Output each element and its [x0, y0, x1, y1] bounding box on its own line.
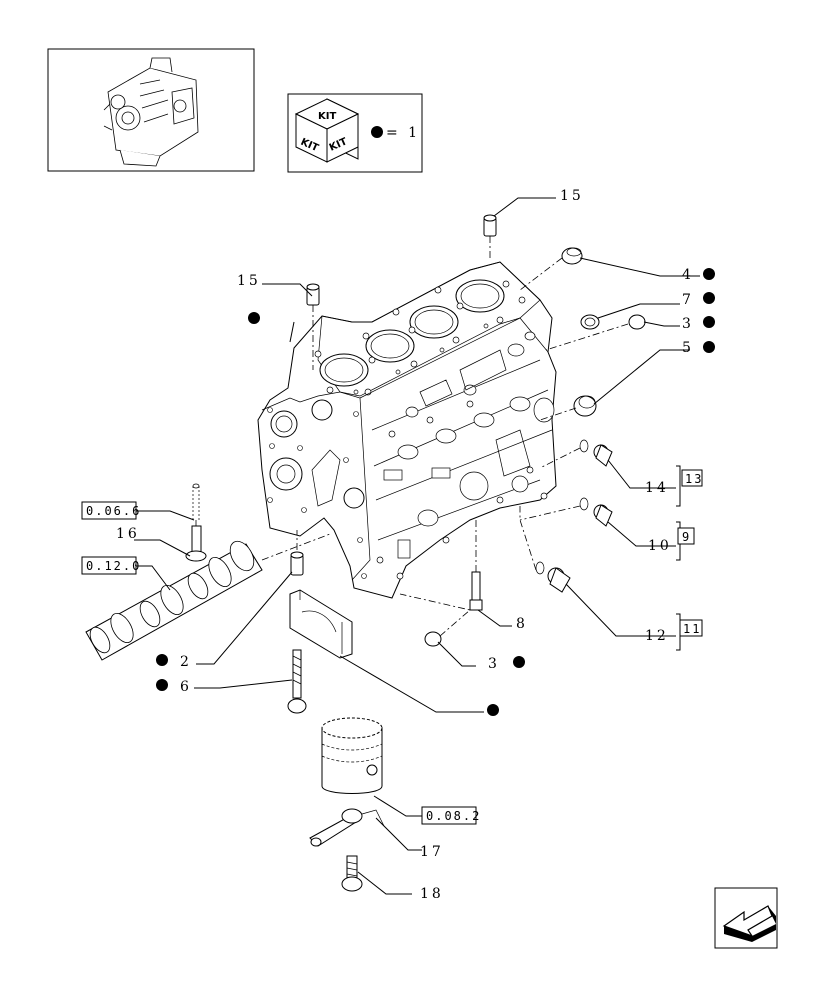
part-6-bolt — [287, 649, 307, 714]
engine-thumbnail-icon[interactable] — [47, 48, 255, 172]
kit-dot-2 — [156, 654, 168, 666]
engine-block — [257, 261, 557, 599]
kit-dots — [156, 268, 715, 716]
back-arrow-icon[interactable] — [714, 887, 778, 949]
group-brackets — [676, 465, 681, 651]
callout-labels: 15 15 4 7 3 5 14 10 12 8 3 16 2 6 17 18 — [116, 188, 694, 902]
kit-word-top: KIT — [318, 111, 336, 122]
callout-18[interactable]: 18 — [420, 886, 444, 902]
part-2-pin — [290, 551, 304, 576]
boxed-group-labels: 13 9 11 — [677, 469, 703, 637]
part-3-plug-lower — [424, 631, 442, 647]
kit-dot-4 — [703, 268, 715, 280]
part-3-plug-upper — [628, 314, 646, 330]
part-14-plug — [579, 439, 613, 467]
ref-0-12-0[interactable]: 0.12.0 — [86, 559, 141, 573]
camshaft — [85, 540, 263, 661]
cross-references: 0.06.6 0.12.0 0.08.2 — [81, 501, 481, 825]
kit-dot-3b — [513, 656, 525, 668]
callout-5[interactable]: 5 — [682, 340, 694, 356]
kit-dot-cap — [487, 704, 499, 716]
part-8-bolt — [469, 571, 483, 611]
callout-16[interactable]: 16 — [116, 526, 140, 542]
part-18-bolt — [341, 855, 363, 892]
part-16-bolt — [185, 525, 207, 562]
kit-legend: KIT KIT KIT = 1 — [287, 93, 423, 173]
callout-7[interactable]: 7 — [682, 292, 694, 308]
callout-3-upper[interactable]: 3 — [682, 316, 694, 332]
kit-equals-text: = 1 — [386, 125, 420, 141]
piston — [321, 717, 383, 794]
part-17-oil-jet — [309, 808, 385, 847]
callout-15-left[interactable]: 15 — [237, 273, 261, 289]
kit-dot-3a — [703, 316, 715, 328]
kit-dot-6 — [156, 679, 168, 691]
part-4-plug — [561, 247, 583, 265]
ref-0-08-2[interactable]: 0.08.2 — [426, 809, 481, 823]
kit-dot-block — [248, 312, 260, 324]
callout-3-lower[interactable]: 3 — [488, 656, 500, 672]
leader-lines — [132, 197, 700, 895]
kit-dot-7 — [703, 292, 715, 304]
part-15-top — [483, 214, 497, 237]
part-7-ring — [580, 314, 600, 330]
callout-2[interactable]: 2 — [180, 654, 192, 670]
callout-17[interactable]: 17 — [420, 844, 444, 860]
part-12-plug — [535, 561, 571, 593]
kit-cube-icon: KIT KIT KIT — [294, 98, 360, 163]
group-9-label[interactable]: 9 — [682, 530, 691, 544]
assembly-axes — [195, 236, 629, 637]
part-10-plug — [579, 497, 613, 527]
callout-10[interactable]: 10 — [648, 538, 672, 554]
ref-0-06-6[interactable]: 0.06.6 — [86, 504, 141, 518]
callout-4[interactable]: 4 — [682, 267, 694, 283]
part-5-plug — [573, 395, 597, 417]
kit-dot-icon — [371, 126, 383, 138]
part-0-06-6-stud — [192, 483, 200, 520]
kit-dot-5 — [703, 341, 715, 353]
callout-6[interactable]: 6 — [180, 679, 192, 695]
bearing-cap — [289, 589, 353, 659]
callout-15-top[interactable]: 15 — [560, 188, 584, 204]
callout-12[interactable]: 12 — [645, 628, 669, 644]
group-13-label[interactable]: 13 — [685, 472, 703, 486]
callout-8[interactable]: 8 — [516, 616, 528, 632]
callout-14[interactable]: 14 — [645, 480, 669, 496]
group-11-label[interactable]: 11 — [683, 622, 701, 636]
part-15-left — [306, 283, 320, 306]
